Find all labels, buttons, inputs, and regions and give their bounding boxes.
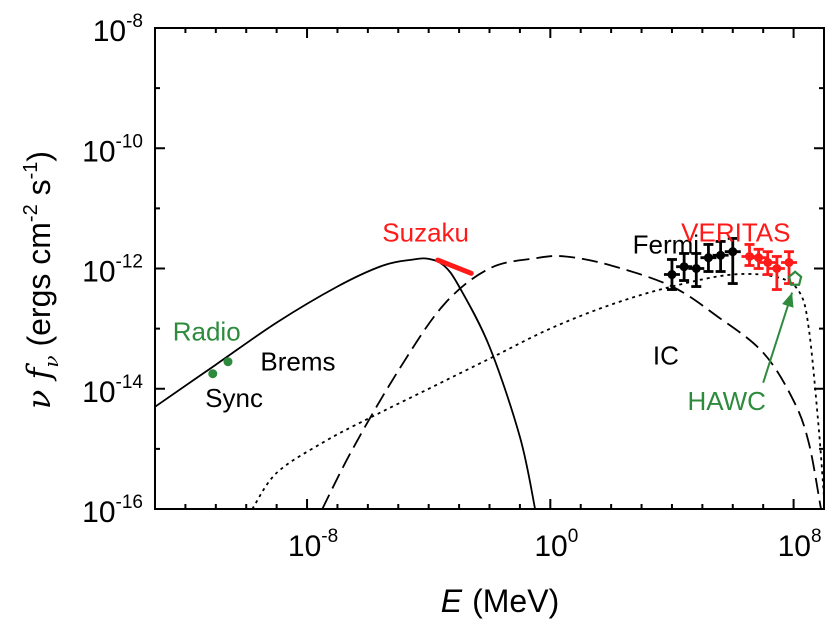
fermi-point — [703, 253, 713, 263]
hawc-marker — [787, 270, 803, 286]
x-tick-label: 100 — [534, 526, 578, 563]
y-tick-label: 10-8 — [93, 11, 143, 48]
y-axis-unit-sup-a: -2 — [20, 204, 42, 222]
veritas-point — [754, 253, 764, 263]
instrument-label-hawc: HAWC — [687, 386, 765, 416]
y-tick-label: 10-12 — [82, 252, 143, 289]
y-tick-base: 10 — [93, 15, 126, 48]
curve-label-ic: IC — [653, 341, 679, 371]
y-tick-label: 10-16 — [82, 492, 143, 529]
y-tick-exponent: -16 — [116, 492, 143, 513]
suzaku-segment — [435, 257, 474, 276]
instrument-label-veritas: VERITAS — [681, 217, 790, 247]
curve-label-brems: Brems — [260, 347, 335, 377]
y-tick-exponent: -14 — [116, 372, 144, 393]
y-axis-unit-a: (ergs cm — [21, 222, 57, 355]
y-axis-subscript: ν — [39, 355, 63, 367]
x-axis-symbol: E — [441, 583, 463, 619]
fermi-point — [716, 250, 726, 260]
fermi-point — [728, 247, 738, 257]
veritas-point — [763, 257, 773, 267]
x-tick-exponent: -8 — [321, 526, 338, 547]
veritas-point — [772, 264, 782, 273]
y-tick-label: 10-10 — [82, 131, 143, 168]
y-tick-base: 10 — [82, 376, 115, 409]
curve-ic — [251, 273, 824, 509]
hawc-arrow-head — [782, 292, 794, 308]
y-tick-exponent: -12 — [116, 252, 143, 273]
y-axis-unit-sup-b: -1 — [20, 162, 42, 180]
veritas-point — [784, 257, 794, 267]
x-tick-exponent: 8 — [811, 526, 822, 547]
x-tick-label: 108 — [778, 526, 822, 563]
y-axis-symbol: ν f — [20, 362, 58, 409]
data-group — [208, 237, 803, 384]
x-axis-unit: (MeV) — [472, 583, 559, 619]
hawc-arrow-shaft — [762, 292, 794, 384]
fermi-point — [691, 264, 701, 273]
x-tick-exponent: 0 — [568, 526, 579, 547]
y-tick-base: 10 — [82, 496, 115, 529]
instrument-label-fermi: Fermi — [633, 229, 699, 259]
x-tick-base: 10 — [778, 530, 811, 563]
fermi-point — [667, 270, 677, 280]
curve-brems — [321, 255, 822, 509]
y-tick-base: 10 — [82, 256, 115, 289]
curves-group — [155, 255, 824, 509]
radio-point — [223, 357, 233, 367]
x-tick-label: 10-8 — [288, 526, 338, 563]
x-axis-title: E(MeV) — [441, 583, 559, 619]
x-tick-base: 10 — [288, 530, 321, 563]
instrument-label-suzaku: Suzaku — [382, 217, 469, 247]
y-axis-unit-b: s — [21, 179, 57, 204]
curve-sync — [155, 257, 536, 509]
y-tick-exponent: -8 — [126, 11, 143, 32]
radio-point — [208, 369, 218, 379]
instrument-label-radio: Radio — [173, 317, 241, 347]
y-tick-label: 10-14 — [82, 372, 143, 409]
fermi-point — [679, 262, 689, 272]
y-axis-title: ν fν (ergs cm-2 s-1) — [20, 151, 63, 409]
y-tick-base: 10 — [82, 135, 115, 168]
x-tick-base: 10 — [534, 530, 567, 563]
y-tick-exponent: -10 — [116, 131, 143, 152]
y-axis-unit-c: ) — [21, 151, 57, 162]
curve-label-sync: Sync — [205, 383, 263, 413]
